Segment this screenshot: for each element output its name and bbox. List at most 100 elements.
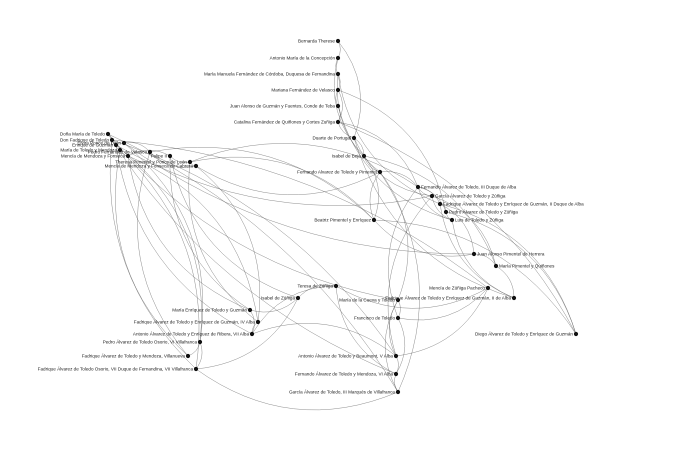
- graph-node[interactable]: [333, 283, 339, 289]
- graph-edge: [137, 151, 189, 357]
- graph-node[interactable]: [429, 193, 435, 199]
- graph-node[interactable]: [393, 353, 399, 359]
- node-label: García Álvarez de Toledo y Zúñiga: [435, 193, 506, 199]
- graph-edge: [353, 137, 515, 299]
- graph-node[interactable]: [185, 353, 191, 359]
- graph-node[interactable]: [295, 295, 301, 301]
- node-label: Juan Alonso Pimentel de Herrera: [477, 252, 545, 257]
- graph-node[interactable]: [393, 371, 399, 377]
- node-label: Diego Álvarez de Toledo y Enríquez de Gu…: [475, 331, 573, 337]
- graph-node[interactable]: [197, 339, 203, 345]
- graph-node[interactable]: [335, 71, 341, 77]
- node-label: María de Toledo y Mendoza: [60, 148, 117, 153]
- graph-node[interactable]: [113, 142, 119, 148]
- graph-node[interactable]: [247, 307, 253, 313]
- graph-edge: [335, 285, 489, 309]
- graph-node[interactable]: [117, 147, 123, 153]
- graph-edge: [369, 171, 381, 221]
- graph-edge: [111, 139, 489, 289]
- graph-edge: [107, 133, 397, 375]
- node-label: Antonio María de la Concepción: [270, 56, 336, 61]
- graph-node[interactable]: [395, 389, 401, 395]
- graph-node[interactable]: [493, 263, 499, 269]
- graph-edge: [337, 121, 419, 188]
- graph-node[interactable]: [147, 149, 153, 155]
- graph-node[interactable]: [335, 119, 341, 125]
- graph-node[interactable]: [335, 87, 341, 93]
- graph-edge: [333, 57, 365, 157]
- node-label: Fernando Alvarez de Toledo y Pimentel: [297, 170, 377, 175]
- node-label: María de la Cueva y Toledo: [339, 298, 395, 303]
- graph-edge: [337, 73, 381, 173]
- graph-node[interactable]: [449, 217, 455, 223]
- graph-node[interactable]: [395, 297, 401, 303]
- graph-node[interactable]: [371, 217, 377, 223]
- graph-edge: [109, 139, 197, 370]
- graph-edge: [169, 155, 299, 299]
- node-label: Fadrique Álvarez de Toledo Osorio, VII D…: [38, 366, 194, 372]
- graph-node[interactable]: [437, 201, 443, 207]
- graph-edge: [337, 73, 441, 205]
- node-label: Fernando Álvarez de Toledo, III Duque de…: [421, 184, 517, 190]
- graph-node[interactable]: [351, 135, 357, 141]
- graph-edge: [495, 265, 515, 299]
- graph-node[interactable]: [335, 103, 341, 109]
- graph-edge: [119, 149, 200, 370]
- graph-edge: [373, 219, 475, 257]
- graph-edge: [111, 139, 397, 357]
- graph-edge: [115, 144, 202, 343]
- graph-node[interactable]: [361, 153, 367, 159]
- graph-node[interactable]: [377, 169, 383, 175]
- graph-node[interactable]: [105, 131, 111, 137]
- graph-node[interactable]: [125, 153, 131, 159]
- node-label: Beatriz Pimentel y Enríquez: [314, 218, 371, 223]
- graph-node[interactable]: [573, 331, 579, 337]
- node-label: Antonio Álvarez de Toledo y Enríquez de …: [133, 331, 250, 337]
- node-label: María Manuela Fernández de Córdoba, Duqu…: [204, 72, 335, 77]
- node-label: Fadrique Álvarez de Toledo y Enríquez de…: [443, 201, 584, 207]
- node-label: Isabel de Zúñiga: [261, 296, 295, 301]
- graph-node[interactable]: [443, 209, 449, 215]
- graph-edge: [189, 156, 375, 221]
- node-label: Don Fadrique de Toledo: [60, 138, 109, 143]
- graph-edge: [379, 171, 420, 393]
- graph-edge: [107, 133, 399, 393]
- graph-edge: [127, 155, 251, 311]
- node-label: Mencía de Mendoza y Fonseca de Cabrera: [105, 164, 194, 169]
- graph-node[interactable]: [335, 38, 341, 44]
- graph-edge: [431, 195, 497, 267]
- graph-edge: [107, 133, 399, 301]
- graph-node[interactable]: [109, 137, 115, 143]
- graph-node[interactable]: [335, 55, 341, 61]
- graph-edge: [149, 151, 197, 168]
- graph-node[interactable]: [485, 285, 491, 291]
- graph-edge: [251, 323, 397, 357]
- graph-edge: [115, 144, 433, 206]
- graph-node[interactable]: [193, 163, 199, 169]
- graph-node[interactable]: [415, 184, 421, 190]
- graph-edge: [251, 285, 337, 335]
- node-label: Juan Alonso de Guzmán y Fuentes, Conde d…: [230, 104, 336, 109]
- graph-edge: [395, 355, 399, 375]
- node-label: García Álvarez de Toledo, III Marqués de…: [289, 389, 395, 395]
- graph-edge: [123, 142, 475, 255]
- graph-node[interactable]: [187, 159, 193, 165]
- graph-edge: [149, 147, 375, 221]
- node-label: Teresa de Zúñiga: [298, 284, 334, 289]
- graph-node[interactable]: [471, 251, 477, 257]
- node-label: Mencía de Zúñiga Pacheco: [429, 286, 485, 291]
- graph-node[interactable]: [511, 295, 517, 301]
- graph-node[interactable]: [121, 140, 127, 146]
- graph-edge: [195, 165, 261, 323]
- graph-node[interactable]: [167, 153, 173, 159]
- graph-edge: [373, 219, 577, 335]
- graph-edge: [397, 299, 401, 319]
- graph-node[interactable]: [395, 315, 401, 321]
- graph-node[interactable]: [193, 366, 199, 372]
- graph-node[interactable]: [249, 331, 255, 337]
- graph-edge: [337, 105, 453, 221]
- graph-node[interactable]: [255, 319, 261, 325]
- graph-edge: [297, 284, 337, 299]
- node-label: María Enríquez de Toledo y Guzmán: [172, 308, 247, 313]
